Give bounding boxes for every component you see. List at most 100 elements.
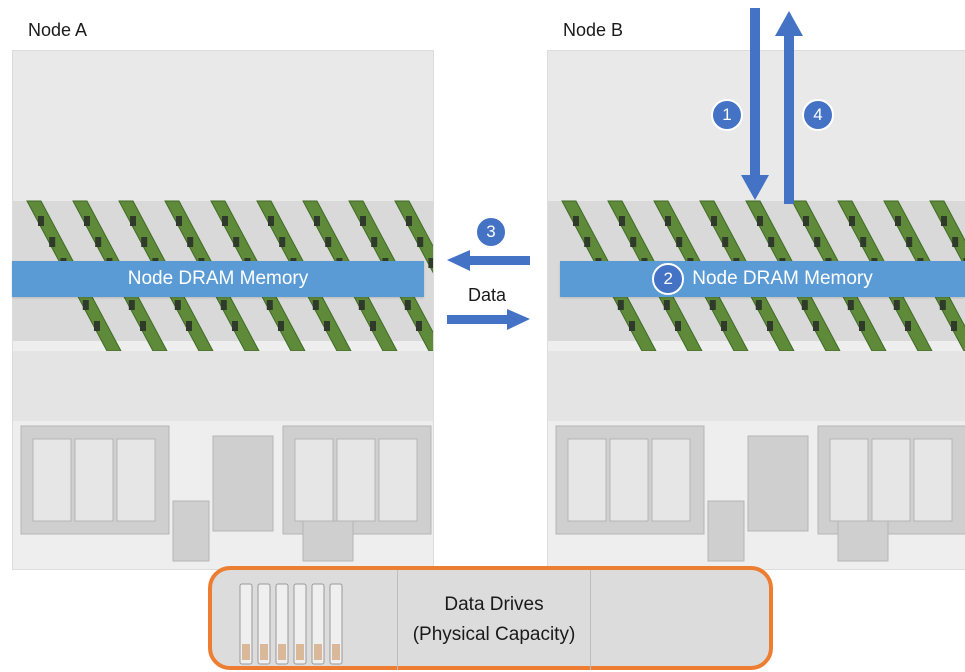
dimm-chip (266, 300, 273, 310)
dimm-chip (174, 300, 181, 310)
node-a-lower-components (20, 425, 432, 562)
dimm-chip (312, 300, 319, 310)
dimm-chip (711, 216, 717, 226)
dimm-chip (905, 321, 911, 331)
dimm-chip (630, 237, 637, 247)
node-a-title: Node A (28, 20, 88, 40)
dimm-chip (95, 237, 102, 247)
step-4-badge: 4 (802, 99, 834, 131)
node-b-lower-components (555, 425, 965, 562)
dimm-chip (278, 321, 284, 331)
left-transfer-arrow (447, 250, 530, 271)
dimm-chip (675, 321, 681, 331)
drive-bay-handle (332, 644, 340, 660)
dimm-chip (406, 216, 412, 226)
node-b-hardware-illustration (548, 51, 965, 562)
dimm-chip (676, 237, 683, 247)
dimm-chip (767, 321, 773, 331)
dimm-chip (268, 216, 274, 226)
dimm-chip (187, 237, 194, 247)
dimm-chip (803, 216, 809, 226)
dimm-chip (220, 300, 227, 310)
drive-bay-handle (242, 644, 250, 660)
dimm-chip (893, 300, 900, 310)
dimm-chip (755, 300, 762, 310)
dimm-chip (849, 216, 855, 226)
drive-bay-handle (296, 644, 304, 660)
drive-bay-icons (239, 583, 343, 665)
node-b-title: Node B (563, 20, 624, 40)
dimm-chip (619, 216, 625, 226)
dimm-chip (279, 237, 286, 247)
step-3-badge: 3 (475, 216, 507, 248)
dimm-chip (360, 216, 366, 226)
drive-bay-handle (314, 644, 322, 660)
step-2-badge: 2 (652, 263, 685, 295)
dimm-chip (663, 300, 670, 310)
dimm-chip (584, 237, 591, 247)
dimm-chip (84, 216, 90, 226)
dimm-chip (370, 321, 376, 331)
dimm-chip (721, 321, 727, 331)
dimm-chip (813, 321, 819, 331)
dimm-chip (404, 300, 411, 310)
dimm-chip (49, 237, 56, 247)
dimm-chip (709, 300, 716, 310)
drive-bay-handle (260, 644, 268, 660)
dimm-chip (222, 216, 228, 226)
node-a-hardware-illustration (13, 51, 433, 562)
dimm-chip (416, 321, 422, 331)
dimm-chip (629, 321, 635, 331)
dimm-chip (417, 237, 424, 247)
dimm-chip (325, 237, 332, 247)
dimm-chip (847, 300, 854, 310)
drive-bay-handle (278, 644, 286, 660)
dimm-module (929, 200, 965, 268)
right-transfer-arrow (447, 309, 530, 330)
dimm-chip (186, 321, 192, 331)
node-b-memory-label: Node DRAM Memory (692, 268, 873, 289)
dimm-chip (140, 321, 146, 331)
dimm-chip (94, 321, 100, 331)
node-a-server-image (12, 50, 434, 570)
dimm-chip (232, 321, 238, 331)
node-a-dram-memory-bar: Node DRAM Memory (12, 261, 424, 297)
node-b-dram-memory-bar: 2 Node DRAM Memory (560, 261, 965, 297)
dimm-chip (141, 237, 148, 247)
dimm-chip (941, 216, 947, 226)
dimm-chip (757, 216, 763, 226)
dimm-chip (176, 216, 182, 226)
dimm-chip (665, 216, 671, 226)
dimm-chip (768, 237, 775, 247)
dimm-chip (814, 237, 821, 247)
dimm-chip (895, 216, 901, 226)
dimm-chip (859, 321, 865, 331)
dimm-chip (952, 237, 959, 247)
data-drives-title: Data Drives (444, 594, 544, 615)
dimm-chip (314, 216, 320, 226)
dimm-chip (573, 216, 579, 226)
dimm-chip (722, 237, 729, 247)
dimm-chip (233, 237, 240, 247)
dimm-chip (860, 237, 867, 247)
data-drives-subtitle: (Physical Capacity) (412, 624, 576, 645)
dimm-chip (358, 300, 365, 310)
dimm-chip (82, 300, 89, 310)
dimm-chip (801, 300, 808, 310)
data-drives-box: Data Drives (Physical Capacity) (208, 566, 773, 670)
data-drives-text: Data Drives (Physical Capacity) (398, 590, 590, 650)
dimm-chip (324, 321, 330, 331)
dimm-chip (428, 258, 433, 268)
dimm-chip (617, 300, 624, 310)
dimm-chip (939, 300, 946, 310)
dimm-module (394, 200, 433, 274)
step-1-badge: 1 (711, 99, 743, 131)
dimm-chip (38, 216, 44, 226)
dimm-chip (128, 300, 135, 310)
node-b-server-image (547, 50, 965, 570)
dimm-chip (906, 237, 913, 247)
dimm-chip (130, 216, 136, 226)
data-transfer-label: Data (468, 285, 507, 305)
dimm-chip (371, 237, 378, 247)
dimm-chip (951, 321, 957, 331)
